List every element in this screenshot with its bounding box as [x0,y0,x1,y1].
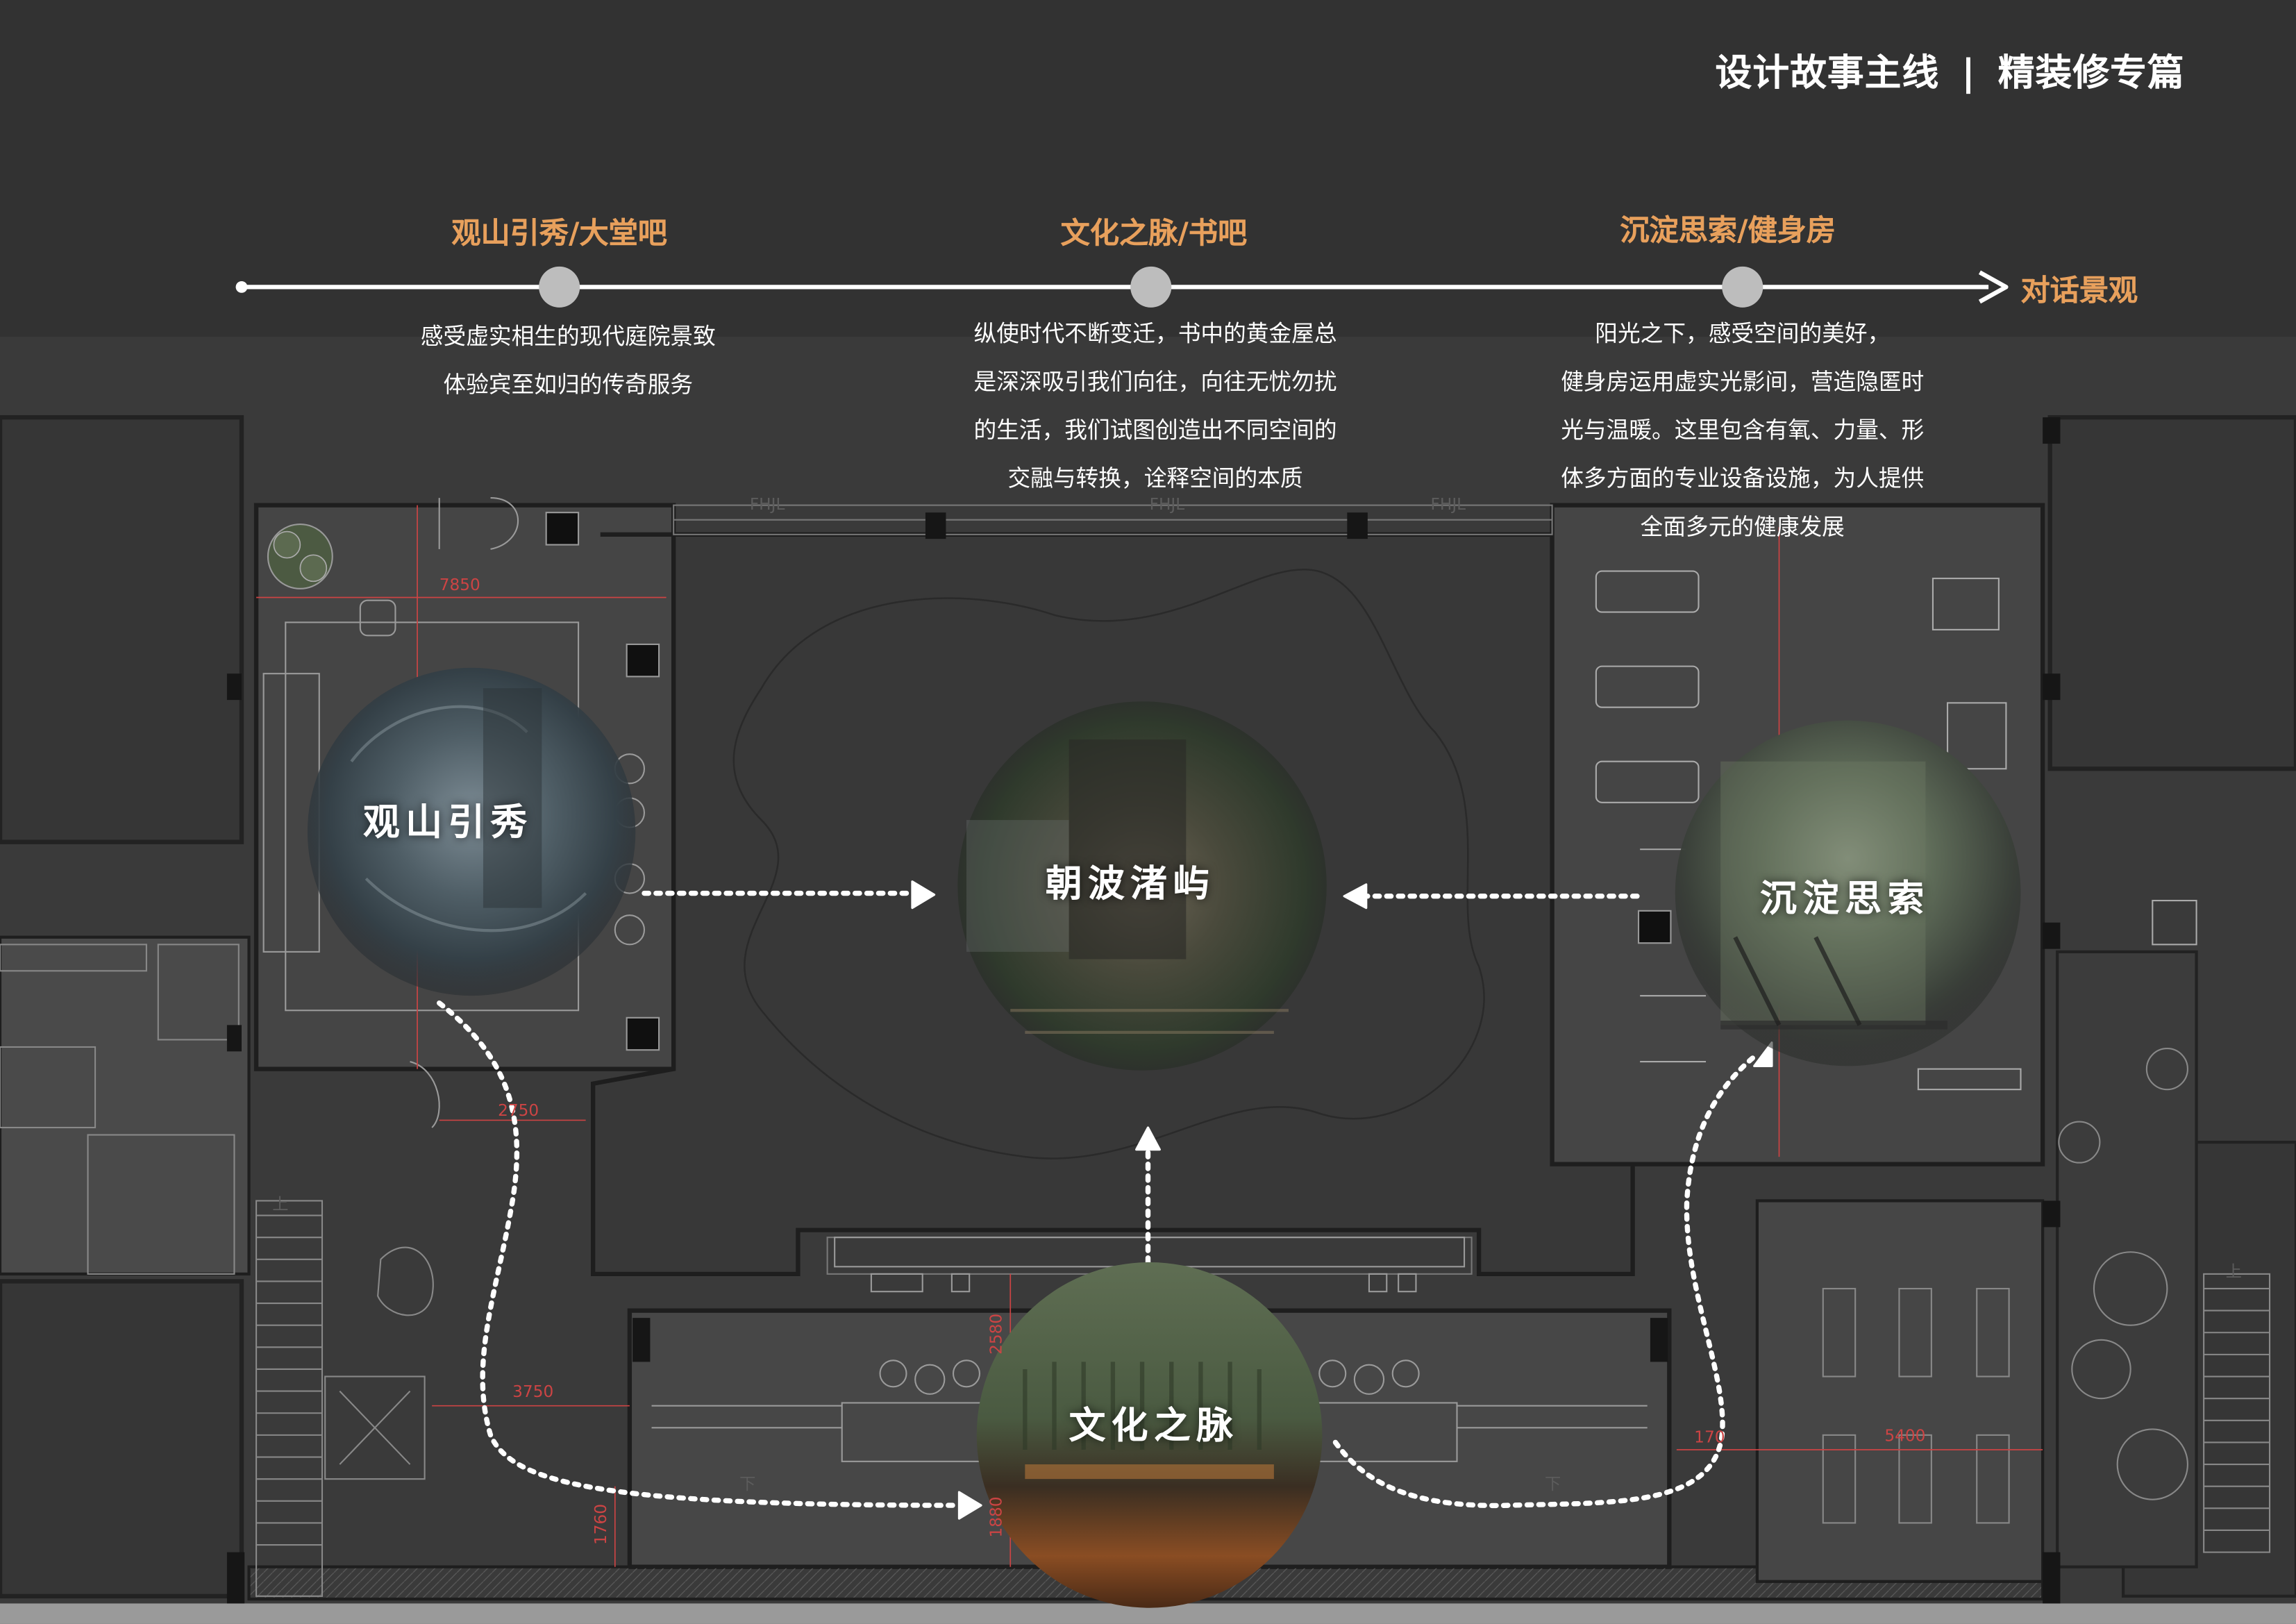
dimension-label: 170 [1694,1428,1725,1447]
title-separator: | [1961,51,1976,94]
stage-description-lobby: 感受虚实相生的现代庭院景致 体验宾至如归的传奇服务 [421,313,716,410]
timeline-end-label: 对话景观 [2020,272,2138,308]
description-line: 光与温暖。这里包含有氧、力量、形 [1561,417,1925,444]
description-line: 健身房运用虚实光影间，营造隐匿时 [1561,369,1925,396]
gym-photo [1675,720,2021,1066]
library-photo [976,1262,1323,1608]
description-line: 交融与转换，诠释空间的本质 [1007,465,1303,492]
stage-label-gym: 沉淀思索/健身房 [1620,212,1836,248]
title-main: 设计故事主线 [1715,51,1940,94]
plan-mark-up: 上 [2225,1262,2242,1282]
zone-label-courtyard: 朝波渚屿 [1045,862,1216,905]
dimension-label: 3750 [512,1382,554,1402]
dimension-label: 2750 [498,1101,539,1121]
plan-mark-fhjl: FHJL [1149,494,1185,514]
stage-description-gym: 阳光之下，感受空间的美好， 健身房运用虚实光影间，营造隐匿时 光与温暖。这里包含… [1561,310,1924,552]
description-line: 全面多元的健康发展 [1640,514,1845,541]
stage-label-lobby: 观山引秀/大堂吧 [451,215,668,251]
plan-mark-fhjl: FHJL [749,494,785,514]
page-title: 设计故事主线 | 精装修专篇 [1716,44,2185,97]
description-line: 纵使时代不断变迁，书中的黄金屋总 [973,320,1337,347]
description-line: 是深深吸引我们向往，向往无忧勿扰 [973,369,1337,396]
dimension-label: 1760 [592,1504,611,1546]
plan-mark-up: 上 [272,1194,289,1214]
title-sub: 精装修专篇 [1997,51,2185,94]
dimension-label: 1880 [987,1496,1006,1538]
lobby-photo [307,667,636,996]
description-line: 体验宾至如归的传奇服务 [443,371,694,399]
description-line: 感受虚实相生的现代庭院景致 [420,324,716,351]
description-line: 体多方面的专业设备设施，为人提供 [1561,465,1925,492]
courtyard-photo [957,701,1327,1071]
zone-label-gym: 沉淀思索 [1760,877,1930,920]
description-line: 阳光之下，感受空间的美好， [1595,320,1891,347]
plan-mark-fhjl: FHJL [1430,494,1466,514]
dimension-label: 7850 [439,575,480,595]
plan-mark-down: 下 [1545,1474,1561,1494]
stage-label-library: 文化之脉/书吧 [1060,215,1248,251]
zone-label-lobby: 观山引秀 [363,801,533,844]
description-line: 的生活，我们试图创造出不同空间的 [973,417,1337,444]
dimension-label: 5400 [1884,1426,1926,1446]
zone-label-library: 文化之脉 [1069,1404,1239,1447]
plan-mark-down: 下 [739,1474,756,1494]
dimension-label: 2580 [987,1313,1006,1355]
timeline [235,266,2009,308]
stage-description-library: 纵使时代不断变迁，书中的黄金屋总 是深深吸引我们向往，向往无忧勿扰 的生活，我们… [974,310,1337,503]
